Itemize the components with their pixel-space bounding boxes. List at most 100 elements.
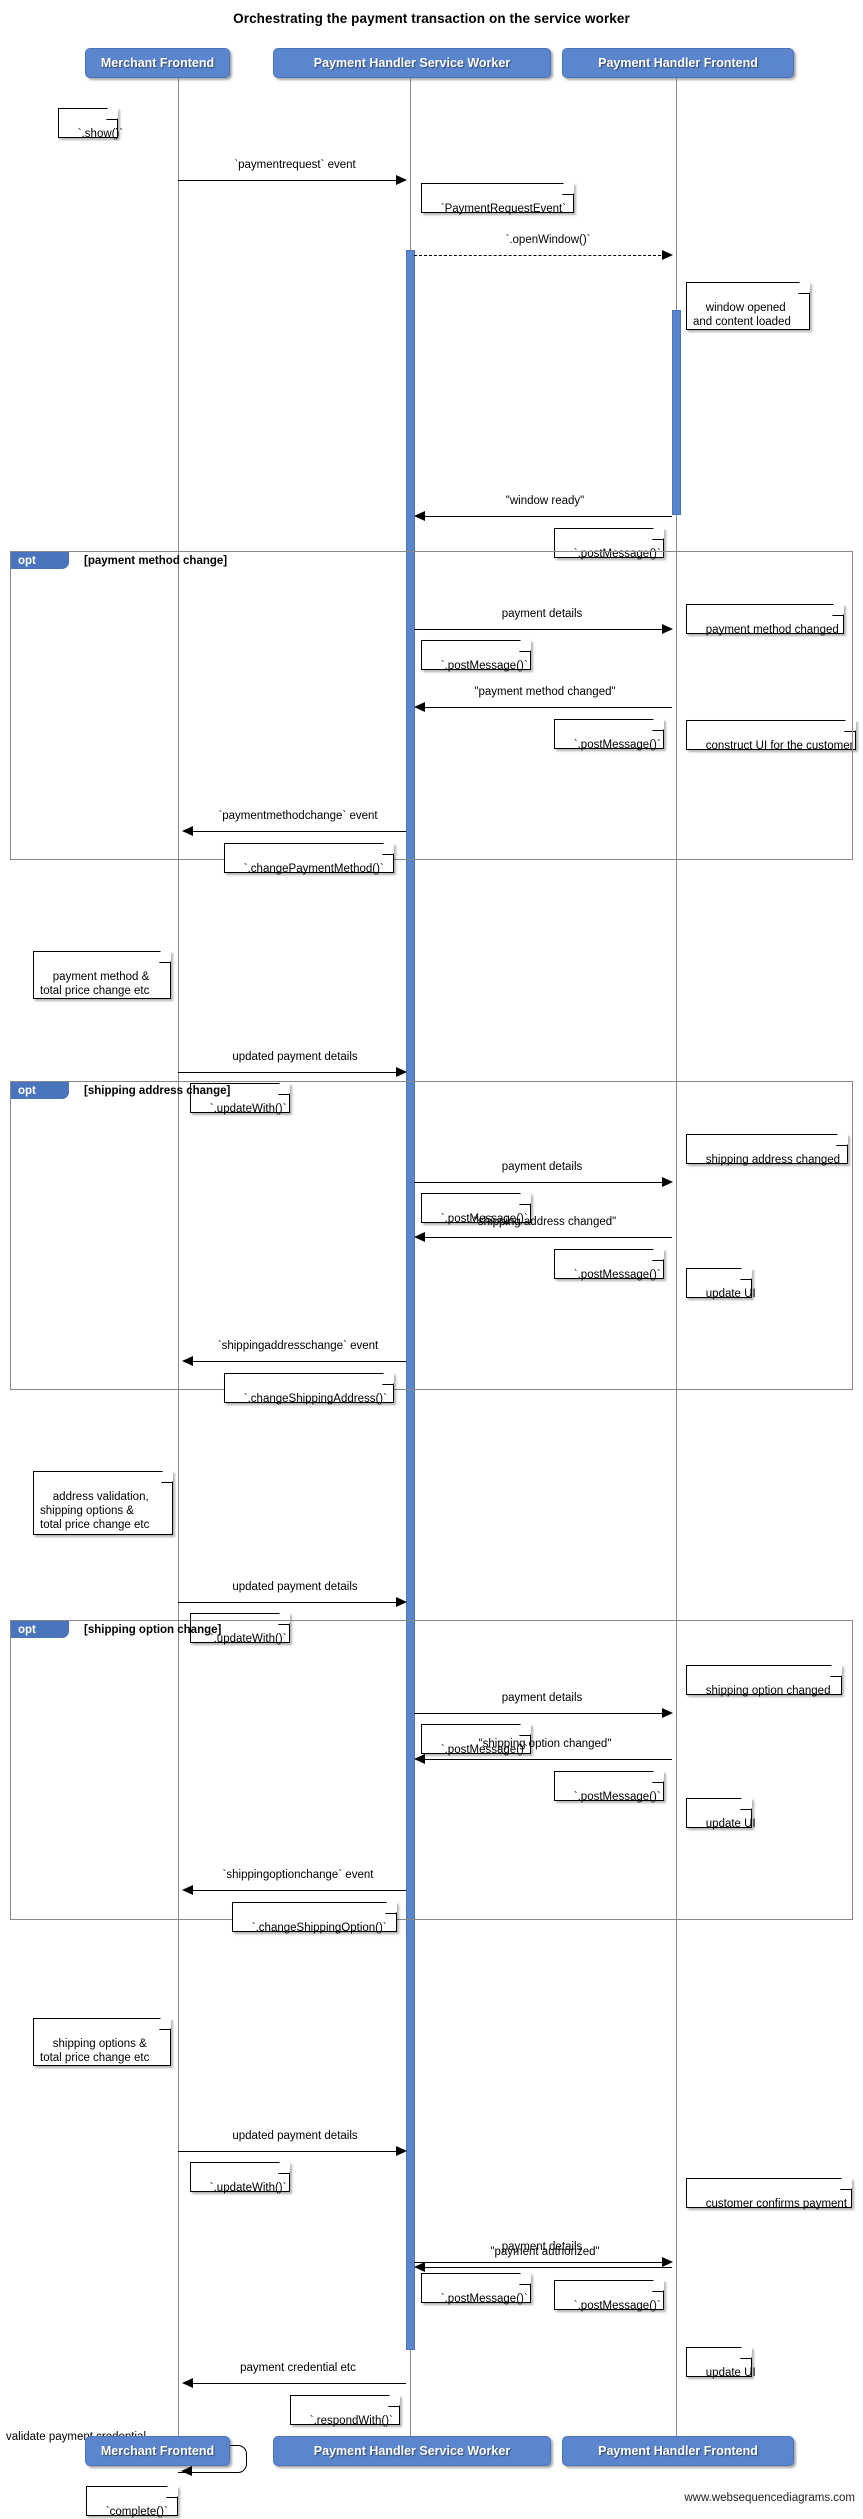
message-label-payment-details-2: payment details: [501, 1161, 583, 1173]
participant-label: Payment Handler Frontend: [598, 56, 758, 70]
message-line-shippingaddresschange-event: [192, 1361, 406, 1362]
message-label-window-ready: "window ready": [505, 495, 585, 507]
participant-payment-handler-service-worker-bottom[interactable]: Payment Handler Service Worker: [273, 2436, 551, 2466]
arrowhead-left-icon: [414, 1232, 425, 1242]
arrowhead-left-icon: [182, 1356, 193, 1366]
arrowhead-left-icon: [181, 2466, 192, 2476]
note-changepaymentmethod: `.changePaymentMethod()`: [224, 843, 394, 875]
note-text: `.updateWith()`: [209, 1633, 287, 1645]
note-postmessage-3: `.postMessage()`: [554, 719, 664, 751]
note-postmessage-2: `.postMessage()`: [421, 640, 531, 672]
note-text: address validation, shipping options & t…: [40, 1491, 150, 1531]
note-text: `.postMessage()`: [440, 1744, 528, 1756]
note-text: shipping option changed: [705, 1685, 831, 1697]
participant-payment-handler-service-worker-top[interactable]: Payment Handler Service Worker: [273, 48, 551, 78]
note-text: `.postMessage()`: [440, 660, 528, 672]
note-text: `.changePaymentMethod()`: [243, 863, 384, 875]
message-line-payment-details-2: [414, 1182, 666, 1183]
note-text: customer confirms payment: [705, 2198, 848, 2210]
note-text: `.show()`: [77, 128, 124, 140]
arrowhead-left-icon: [414, 1754, 425, 1764]
arrowhead-right-icon: [396, 175, 407, 185]
participant-payment-handler-frontend-top[interactable]: Payment Handler Frontend: [562, 48, 794, 78]
message-line-updated-payment-details-3: [178, 2151, 400, 2152]
note-postmessage-8: `.postMessage()`: [421, 2273, 531, 2305]
note-text: `.updateWith()`: [209, 1103, 287, 1115]
lifeline-merchant-frontend: [178, 78, 179, 2438]
arrowhead-left-icon: [182, 826, 193, 836]
note-payment-method-changed: payment method changed: [686, 604, 844, 636]
note-text: `.postMessage()`: [440, 2293, 528, 2305]
message-label-paymentrequest-event: `paymentrequest` event: [234, 159, 356, 171]
fragment-keyword: opt: [18, 1084, 36, 1097]
fragment-tab-opt-2: opt: [11, 1082, 69, 1099]
fragment-keyword: opt: [18, 1623, 36, 1636]
note-postmessage-1: `.postMessage()`: [554, 528, 664, 560]
note-text: construct UI for the customer: [705, 740, 854, 752]
note-show: `.show()`: [58, 108, 123, 140]
arrowhead-right-icon: [396, 1067, 407, 1077]
arrowhead-right-icon: [396, 2146, 407, 2156]
message-line-payment-details-4: [414, 2262, 666, 2263]
note-text: `.changeShippingAddress()`: [243, 1393, 387, 1405]
participant-label: Payment Handler Service Worker: [313, 2444, 511, 2458]
message-line-shippingoptionchange-event: [192, 1890, 406, 1891]
message-line-paymentrequest-event: [178, 180, 400, 181]
message-label-shippingaddresschange-event: `shippingaddresschange` event: [217, 1340, 379, 1352]
note-text: `.postMessage()`: [573, 1791, 661, 1803]
message-label-payment-details-3: payment details: [501, 1692, 583, 1704]
message-label-shippingoptionchange-event: `shippingoptionchange` event: [222, 1869, 374, 1881]
message-line-shipping-address-changed: [424, 1237, 672, 1238]
arrowhead-right-icon: [662, 1708, 673, 1718]
note-text: `.updateWith()`: [209, 2182, 287, 2194]
message-line-shipping-option-changed: [424, 1759, 672, 1760]
note-text: update UI: [705, 2367, 756, 2379]
participant-label: Payment Handler Service Worker: [313, 56, 511, 70]
participant-merchant-frontend-bottom[interactable]: Merchant Frontend: [85, 2436, 230, 2466]
message-line-payment-authorized: [424, 2267, 672, 2268]
note-postmessage-4: `.postMessage()`: [421, 1193, 531, 1225]
arrowhead-left-icon: [414, 511, 425, 521]
message-label-openwindow: `.openWindow()`: [505, 234, 591, 246]
activation-frontend: [672, 310, 681, 515]
message-label-shipping-address-changed: "shipping address changed": [473, 1216, 617, 1228]
note-address-validation: address validation, shipping options & t…: [33, 1471, 173, 1535]
message-line-paymentmethodchange-event: [192, 831, 406, 832]
note-text: shipping options & total price change et…: [40, 2038, 150, 2064]
message-label-payment-details-1: payment details: [501, 608, 583, 620]
message-line-payment-credential-etc: [192, 2383, 406, 2384]
note-changeshippingaddress: `.changeShippingAddress()`: [224, 1373, 394, 1405]
message-line-window-ready: [424, 516, 672, 517]
participant-payment-handler-frontend-bottom[interactable]: Payment Handler Frontend: [562, 2436, 794, 2466]
note-text: `.changeShippingOption()`: [251, 1922, 387, 1934]
note-text: shipping address changed: [705, 1154, 841, 1166]
message-label-shipping-option-changed: "shipping option changed": [478, 1738, 612, 1750]
arrowhead-right-icon: [662, 624, 673, 634]
message-label-updated-payment-details-2: updated payment details: [232, 1581, 358, 1593]
note-text: `.respondWith()`: [309, 2415, 393, 2427]
activation-service-worker: [406, 250, 415, 2350]
arrowhead-right-icon: [662, 1177, 673, 1187]
note-text: `.postMessage()`: [573, 1269, 661, 1281]
note-text: `PaymentRequestEvent`: [440, 203, 567, 215]
note-text: update UI: [705, 1288, 756, 1300]
note-respondwith: `.respondWith()`: [290, 2395, 400, 2427]
message-label-payment-credential-etc: payment credential etc: [240, 2362, 356, 2374]
participant-label: Merchant Frontend: [100, 2444, 215, 2458]
note-text: `.postMessage()`: [440, 1213, 528, 1225]
arrowhead-left-icon: [182, 2378, 193, 2388]
message-label-updated-payment-details-3: updated payment details: [232, 2130, 358, 2142]
arrowhead-right-icon: [662, 2257, 673, 2267]
note-complete: `complete()`: [86, 2486, 178, 2518]
note-text: window opened and content loaded: [693, 302, 791, 328]
footer-credit: www.websequencediagrams.com: [684, 2492, 855, 2504]
participant-merchant-frontend-top[interactable]: Merchant Frontend: [85, 48, 230, 78]
note-text: payment method & total price change etc: [40, 971, 150, 997]
message-line-openwindow: [414, 255, 666, 256]
fragment-opt-shipping-address-change: [10, 1081, 853, 1390]
note-text: `complete()`: [105, 2506, 168, 2518]
arrowhead-right-icon: [662, 250, 673, 260]
message-label-paymentmethodchange-event: `paymentmethodchange` event: [218, 810, 378, 822]
page-title: Orchestrating the payment transaction on…: [233, 11, 630, 26]
